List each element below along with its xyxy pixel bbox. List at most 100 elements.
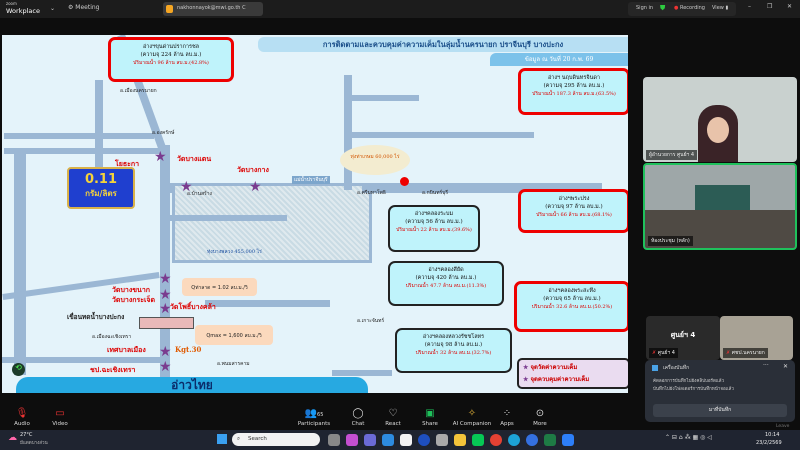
avatar (166, 5, 173, 13)
recording-indicator[interactable]: ● Recording (674, 5, 705, 11)
reservoir-name: อ่างฯ นฤบดินทรจินดา (547, 75, 601, 81)
place-label: เขื่อนทดน้ำบางปะกง (67, 313, 125, 321)
video-tile-active-speaker[interactable]: ห้องประชุม (หลัก) (643, 163, 797, 250)
road (205, 300, 330, 307)
copilot-icon[interactable] (346, 434, 358, 446)
road (332, 370, 392, 376)
video-tile-presenter[interactable]: ผู้อำนวยการ ศูนย์ฯ 4 (643, 77, 797, 162)
system-tray[interactable]: ⌃ ⊟ ⌂ ⁂ ▦ ◎ ◁ (665, 434, 712, 441)
chrome-icon[interactable] (490, 434, 502, 446)
windows-start-icon[interactable] (217, 434, 227, 444)
store-icon[interactable] (400, 434, 412, 446)
field-label: ทุ่งบางพลวง 455,000 ไร่ (207, 249, 262, 255)
slide-nav-icon[interactable]: ⟲ (12, 363, 25, 376)
close-icon[interactable]: ✕ (787, 3, 793, 10)
control-point-icon (400, 177, 409, 186)
place-label: อ.เกาะจันทร์ (357, 318, 385, 324)
chat-label: Chat (351, 421, 365, 427)
participant-title: ศูนย์ฯ 4 (670, 331, 696, 339)
recording-label: Recording (679, 5, 705, 11)
go-to-recording-button[interactable]: มาที่บันทึก (653, 404, 787, 417)
title-bar: zoom Workplace ⌄ ⚙ Meeting nakhonnayok@m… (0, 0, 800, 18)
minimize-icon[interactable]: – (748, 3, 751, 10)
gulf-of-thailand: อ่าวไทย (16, 377, 368, 393)
share-button[interactable]: ▣Share (410, 408, 450, 427)
video-tile-name-only[interactable]: ศูนย์ฯ 4 ✗ ศูนย์ฯ 4 (646, 316, 720, 360)
restore-icon[interactable]: ❐ (767, 3, 773, 10)
zoom-icon[interactable] (562, 434, 574, 446)
more-button[interactable]: ⊙More (520, 408, 560, 427)
station-label: เทศบาลเมือง (107, 345, 146, 354)
excel-icon[interactable] (544, 434, 556, 446)
participant-name: ผู้อำนวยการ ศูนย์ฯ 4 (646, 150, 698, 160)
video-tile-room[interactable]: ✗ ศชป.นครนายก (720, 316, 793, 360)
clock-date[interactable]: 23/2/2569 (756, 440, 782, 446)
reservoir-name: อ่างฯขุนด่านปราการชล (142, 44, 200, 50)
place-label: อ.เมืองนครนายก (120, 88, 157, 94)
react-button[interactable]: ♡React (373, 408, 413, 427)
apps-button[interactable]: ⁘Apps (487, 408, 527, 427)
apps-label: Apps (500, 421, 514, 427)
legend-label: จุดควบคุมค่าความเค็ม (530, 376, 590, 383)
clock-time[interactable]: 10:14 (765, 432, 780, 438)
audio-button[interactable]: 🎙 Audio (2, 408, 42, 427)
chat-button[interactable]: ◯Chat (338, 408, 378, 427)
weather-desc: มีแดดบางส่วน (20, 441, 48, 446)
station-label: วัดบางแตน (177, 154, 212, 163)
participants-count: 65 (317, 412, 324, 418)
app-logo: Workplace (6, 7, 40, 15)
more-label: More (533, 421, 547, 427)
measurement-point-star-icon: ★ (159, 301, 172, 317)
road (4, 148, 164, 154)
place-label: อ.กบินทร์บุรี (422, 190, 449, 196)
notification-app: เครื่องบันทึก (663, 365, 690, 371)
reservoir-volume: ปริมาณน้ำ 96 ล้าน ลบ.ม.(42.8%) (133, 59, 209, 66)
reservoir-volume: ปริมาณน้ำ 187.3 ล้าน ลบ.ม.(63.5%) (532, 90, 616, 97)
field-area (172, 183, 372, 263)
app-icon[interactable] (526, 434, 538, 446)
mic-muted-icon: ✗ (726, 350, 731, 356)
taskbar-search[interactable]: ⌕Search (232, 433, 320, 446)
weather-icon[interactable]: ☁ (8, 433, 17, 443)
flow-label: Qท่าลาด = 1.02 ลบ.ม./วิ (182, 278, 257, 296)
line-icon[interactable] (472, 434, 484, 446)
teams-icon[interactable] (364, 434, 376, 446)
chevron-down-icon[interactable]: ⌄ (50, 5, 56, 12)
more-options-icon[interactable]: ··· (763, 362, 769, 369)
river-bangpakong (160, 145, 170, 380)
reservoir-box: อ่างฯคลองสียัด(ความจุ 420 ล้าน ลบ.ม.)ปริ… (388, 261, 504, 306)
close-icon[interactable]: ✕ (783, 363, 789, 370)
legend-item: ★ จุดวัดค่าความเค็ม (523, 362, 624, 374)
share-icon: ▣ (425, 408, 435, 419)
road (362, 183, 602, 193)
measurement-point-star-icon: ★ (159, 287, 172, 303)
reservoir-name: อ่างฯคลองหลวงรัชชโลทร (422, 334, 485, 340)
reservoir-box: อ่างฯคลองหลวงรัชชโลทร(ความจุ 98 ล้าน ลบ.… (395, 328, 512, 373)
reservoir-name: อ่างฯคลองพระสะทึง (548, 288, 596, 294)
place-label: อ.เมืองฉะเชิงเทรา (92, 334, 132, 340)
hp-icon[interactable] (418, 434, 430, 446)
ai-companion-button[interactable]: ✧AI Companion (446, 408, 498, 427)
calculator-icon[interactable] (436, 434, 448, 446)
task-view-icon[interactable] (328, 434, 340, 446)
sign-in-link[interactable]: Sign in (636, 5, 654, 11)
reservoir-capacity: (ความจุ 65 ล้าน ลบ.ม.) (543, 296, 601, 303)
video-button[interactable]: ▭Video (40, 408, 80, 427)
view-button[interactable]: View ▮ (712, 5, 729, 11)
edge-icon[interactable] (508, 434, 520, 446)
account-chip[interactable]: nakhonnayok@mwi.go.th C (163, 2, 263, 16)
leave-button[interactable]: Leave (776, 424, 790, 429)
app-icon (652, 365, 658, 371)
app-icon[interactable] (382, 434, 394, 446)
dam-icon (139, 317, 194, 329)
view-label: View (712, 5, 724, 11)
legend: ★ จุดวัดค่าความเค็ม ★ จุดควบคุมค่าความเค… (517, 358, 628, 389)
react-label: React (385, 421, 401, 427)
mic-muted-icon: 🎙 (15, 408, 29, 419)
measurement-point-star-icon: ★ (159, 271, 172, 287)
place-label: อ.ศรีมหาโพธิ (357, 190, 386, 196)
meeting-menu[interactable]: ⚙ Meeting (68, 4, 100, 11)
audio-label: Audio (14, 421, 30, 427)
file-explorer-icon[interactable] (454, 434, 466, 446)
